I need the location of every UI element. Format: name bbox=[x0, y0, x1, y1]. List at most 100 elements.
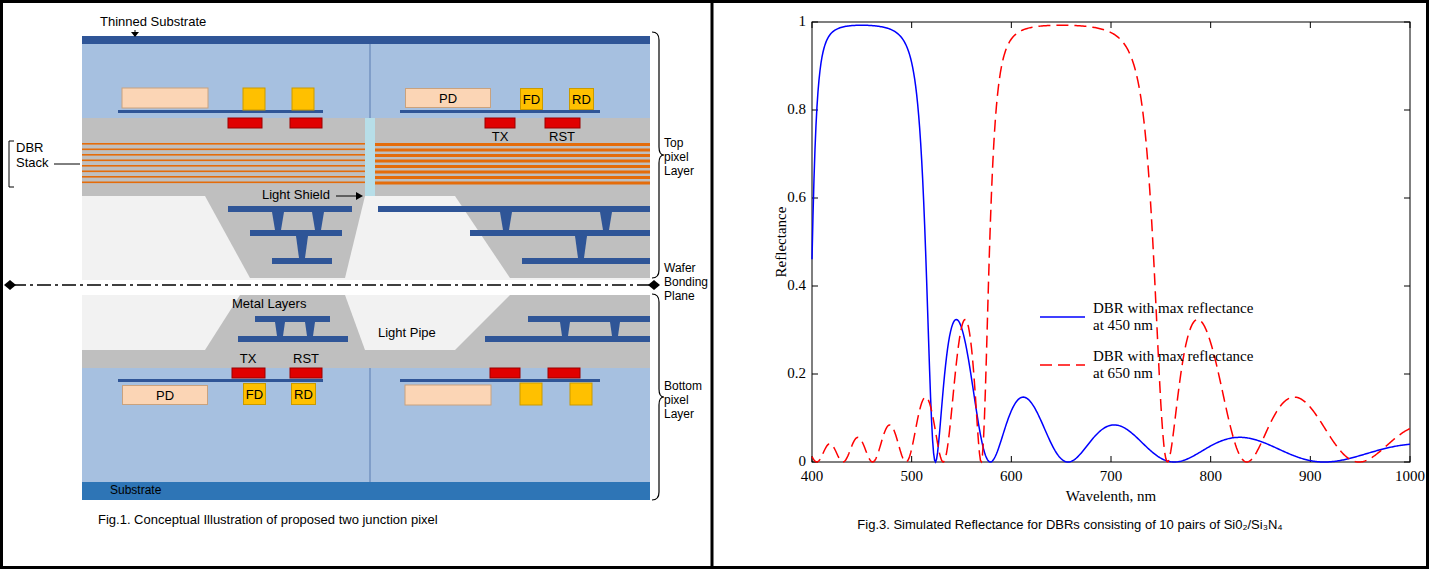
metal-layer bbox=[238, 336, 348, 342]
leader-line bbox=[54, 164, 80, 165]
photodiode: PD bbox=[122, 385, 208, 405]
via bbox=[600, 212, 612, 230]
arrow-head bbox=[356, 192, 363, 200]
gate bbox=[290, 118, 322, 128]
metal-layer bbox=[255, 316, 330, 322]
reflectance-curve bbox=[812, 25, 1410, 462]
diamond-end bbox=[648, 280, 660, 290]
tick bbox=[812, 286, 1410, 287]
dbr-layer bbox=[82, 165, 365, 167]
dbr-layer bbox=[375, 171, 650, 174]
metal-stack-region bbox=[205, 196, 365, 278]
diffusion-region: FD bbox=[243, 383, 266, 405]
tick-label: 600 bbox=[1000, 468, 1023, 485]
metal-stack-region bbox=[205, 295, 365, 350]
dbr-layer bbox=[82, 171, 365, 173]
metal-layer bbox=[250, 230, 342, 236]
part-label: Light Pipe bbox=[378, 326, 436, 341]
via bbox=[500, 212, 512, 230]
dbr-layer bbox=[375, 165, 650, 168]
metal-layer bbox=[470, 230, 650, 236]
tick bbox=[1310, 22, 1311, 462]
node-text: RD bbox=[294, 387, 313, 402]
thinned-substrate-bar bbox=[82, 36, 650, 44]
dbr-layer bbox=[375, 182, 650, 185]
via bbox=[275, 322, 285, 336]
dbr-layer bbox=[375, 143, 650, 146]
figure-caption: Fig.3. Simulated Reflectance for DBRs co… bbox=[850, 518, 1290, 533]
gate bbox=[545, 118, 580, 128]
gate-label: RST bbox=[293, 352, 319, 367]
dbr-layer bbox=[82, 143, 365, 145]
metal-layer bbox=[522, 258, 650, 264]
gate-label: TX bbox=[492, 130, 509, 145]
gate bbox=[232, 368, 265, 378]
arrow-head bbox=[131, 32, 139, 37]
interconnect-region bbox=[82, 295, 650, 350]
via bbox=[312, 212, 324, 230]
dbr-layer bbox=[375, 176, 650, 179]
dbr-layer bbox=[82, 182, 365, 184]
interconnect-region bbox=[82, 196, 650, 280]
diamond-end bbox=[4, 280, 16, 290]
via bbox=[296, 236, 308, 258]
dielectric-layer bbox=[82, 350, 650, 368]
tick bbox=[911, 22, 912, 462]
dbr-layer bbox=[375, 154, 650, 157]
via bbox=[560, 322, 570, 336]
dbr-layer bbox=[82, 154, 365, 156]
diffusion-region bbox=[243, 88, 265, 110]
node-text: FD bbox=[523, 92, 540, 107]
dbr-layer bbox=[82, 160, 365, 162]
via bbox=[575, 236, 587, 258]
legend-sample bbox=[1040, 316, 1085, 318]
diffusion-region bbox=[520, 383, 542, 405]
diffusion-region: FD bbox=[520, 88, 543, 110]
substrate-bar bbox=[82, 482, 650, 500]
via bbox=[305, 322, 315, 336]
junction-line bbox=[400, 110, 600, 113]
tick-label: 0.8 bbox=[787, 101, 806, 118]
metal-stack-region bbox=[455, 295, 650, 350]
axis-title: Reflectance bbox=[773, 207, 790, 278]
layer-label: Substrate bbox=[110, 484, 161, 498]
via bbox=[610, 322, 620, 336]
gate bbox=[228, 118, 262, 128]
via bbox=[272, 212, 284, 230]
part-label: Light Shield bbox=[262, 188, 330, 203]
dbr-layer bbox=[82, 176, 365, 178]
gate-label: RST bbox=[549, 130, 575, 145]
part-label: Metal Layers bbox=[232, 297, 306, 312]
dbr-layer bbox=[375, 149, 650, 152]
dbr-layer bbox=[82, 149, 365, 151]
top-silicon-layer bbox=[82, 44, 650, 118]
metal-layer bbox=[228, 206, 352, 212]
metal-layer bbox=[528, 316, 650, 322]
tick-label: 1000 bbox=[1395, 468, 1425, 485]
pixel-divider bbox=[370, 368, 371, 482]
junction-line bbox=[118, 379, 323, 382]
plane-label: Wafer Bonding Plane bbox=[664, 262, 710, 303]
gate bbox=[485, 118, 515, 128]
node-text: FD bbox=[246, 387, 263, 402]
layer-label: Thinned Substrate bbox=[100, 15, 206, 30]
axis-title: Wavelenth, nm bbox=[1066, 488, 1156, 505]
tick-label: 800 bbox=[1199, 468, 1222, 485]
brace bbox=[652, 294, 664, 500]
node-text: PD bbox=[439, 91, 457, 106]
metal-layer bbox=[378, 206, 650, 212]
dbr-layer bbox=[375, 160, 650, 163]
legend-sample bbox=[1040, 364, 1085, 366]
reflectance-curve bbox=[812, 25, 1410, 462]
gate bbox=[548, 368, 580, 378]
panel-divider bbox=[711, 0, 714, 569]
photodiode bbox=[405, 385, 491, 405]
pixel-divider bbox=[370, 44, 371, 118]
node-text: PD bbox=[156, 388, 174, 403]
gate bbox=[490, 368, 520, 378]
tick-label: 900 bbox=[1299, 468, 1322, 485]
tick bbox=[1410, 22, 1411, 462]
gate-label: TX bbox=[240, 352, 257, 367]
tick-label: 1 bbox=[799, 13, 807, 30]
